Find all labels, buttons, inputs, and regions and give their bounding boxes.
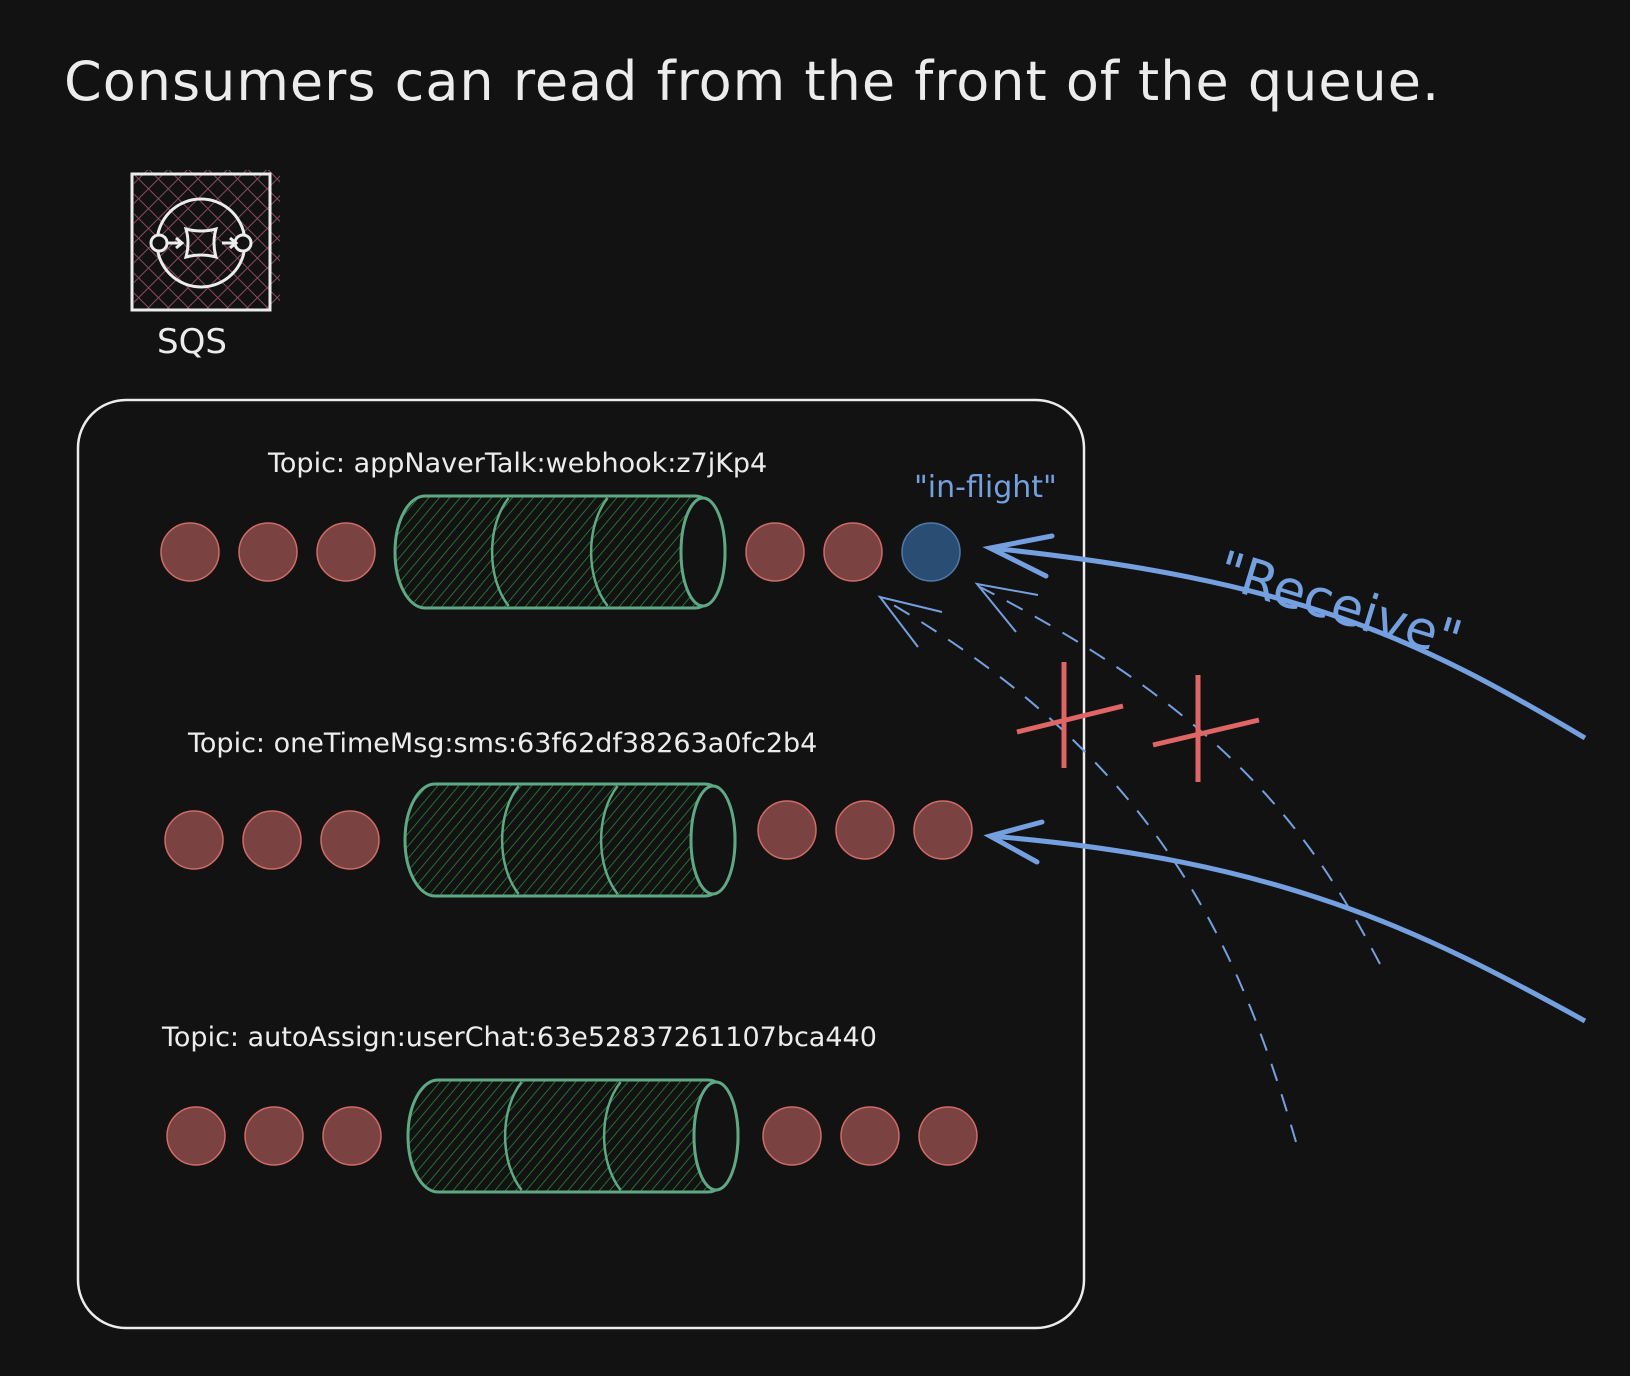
message: [918, 1106, 978, 1166]
message: [160, 522, 220, 582]
sqs-queue-icon: [130, 170, 280, 312]
message: [835, 800, 895, 860]
blocked-receive-2: [974, 582, 1381, 965]
message: [762, 1106, 822, 1166]
queue-2: [164, 782, 973, 898]
receive-arrow-2: [983, 819, 1587, 1024]
topic-label-2: Topic: oneTimeMsg:sms:63f62df38263a0fc2b…: [188, 728, 818, 759]
message: [166, 1106, 226, 1166]
message: [823, 522, 883, 582]
message: [757, 800, 817, 860]
message: [242, 810, 302, 870]
blocked-cross-1: [1016, 662, 1124, 768]
message: [913, 800, 973, 860]
message: [164, 810, 224, 870]
blocked-cross-2: [1152, 675, 1260, 782]
inflight-annotation: "in-flight": [914, 470, 1057, 505]
queue-1: [160, 494, 961, 610]
queue-cylinder: [393, 494, 727, 610]
queue-cylinder: [406, 1078, 740, 1194]
blocked-receive-1: [877, 595, 1297, 1143]
inflight-message: [901, 522, 961, 582]
sqs-label: SQS: [157, 322, 227, 362]
message: [840, 1106, 900, 1166]
message: [322, 1106, 382, 1166]
message: [238, 522, 298, 582]
queue-cylinder: [403, 782, 737, 898]
message: [316, 522, 376, 582]
queue-3: [166, 1078, 978, 1194]
topic-label-3: Topic: autoAssign:userChat:63e5283726110…: [162, 1022, 877, 1053]
queue-container: [76, 398, 1086, 1330]
message: [745, 522, 805, 582]
message: [320, 810, 380, 870]
message: [244, 1106, 304, 1166]
diagram-title: Consumers can read from the front of the…: [64, 50, 1441, 113]
receive-arrow-1: [982, 533, 1587, 741]
topic-label-1: Topic: appNaverTalk:webhook:z7jKp4: [268, 448, 768, 479]
